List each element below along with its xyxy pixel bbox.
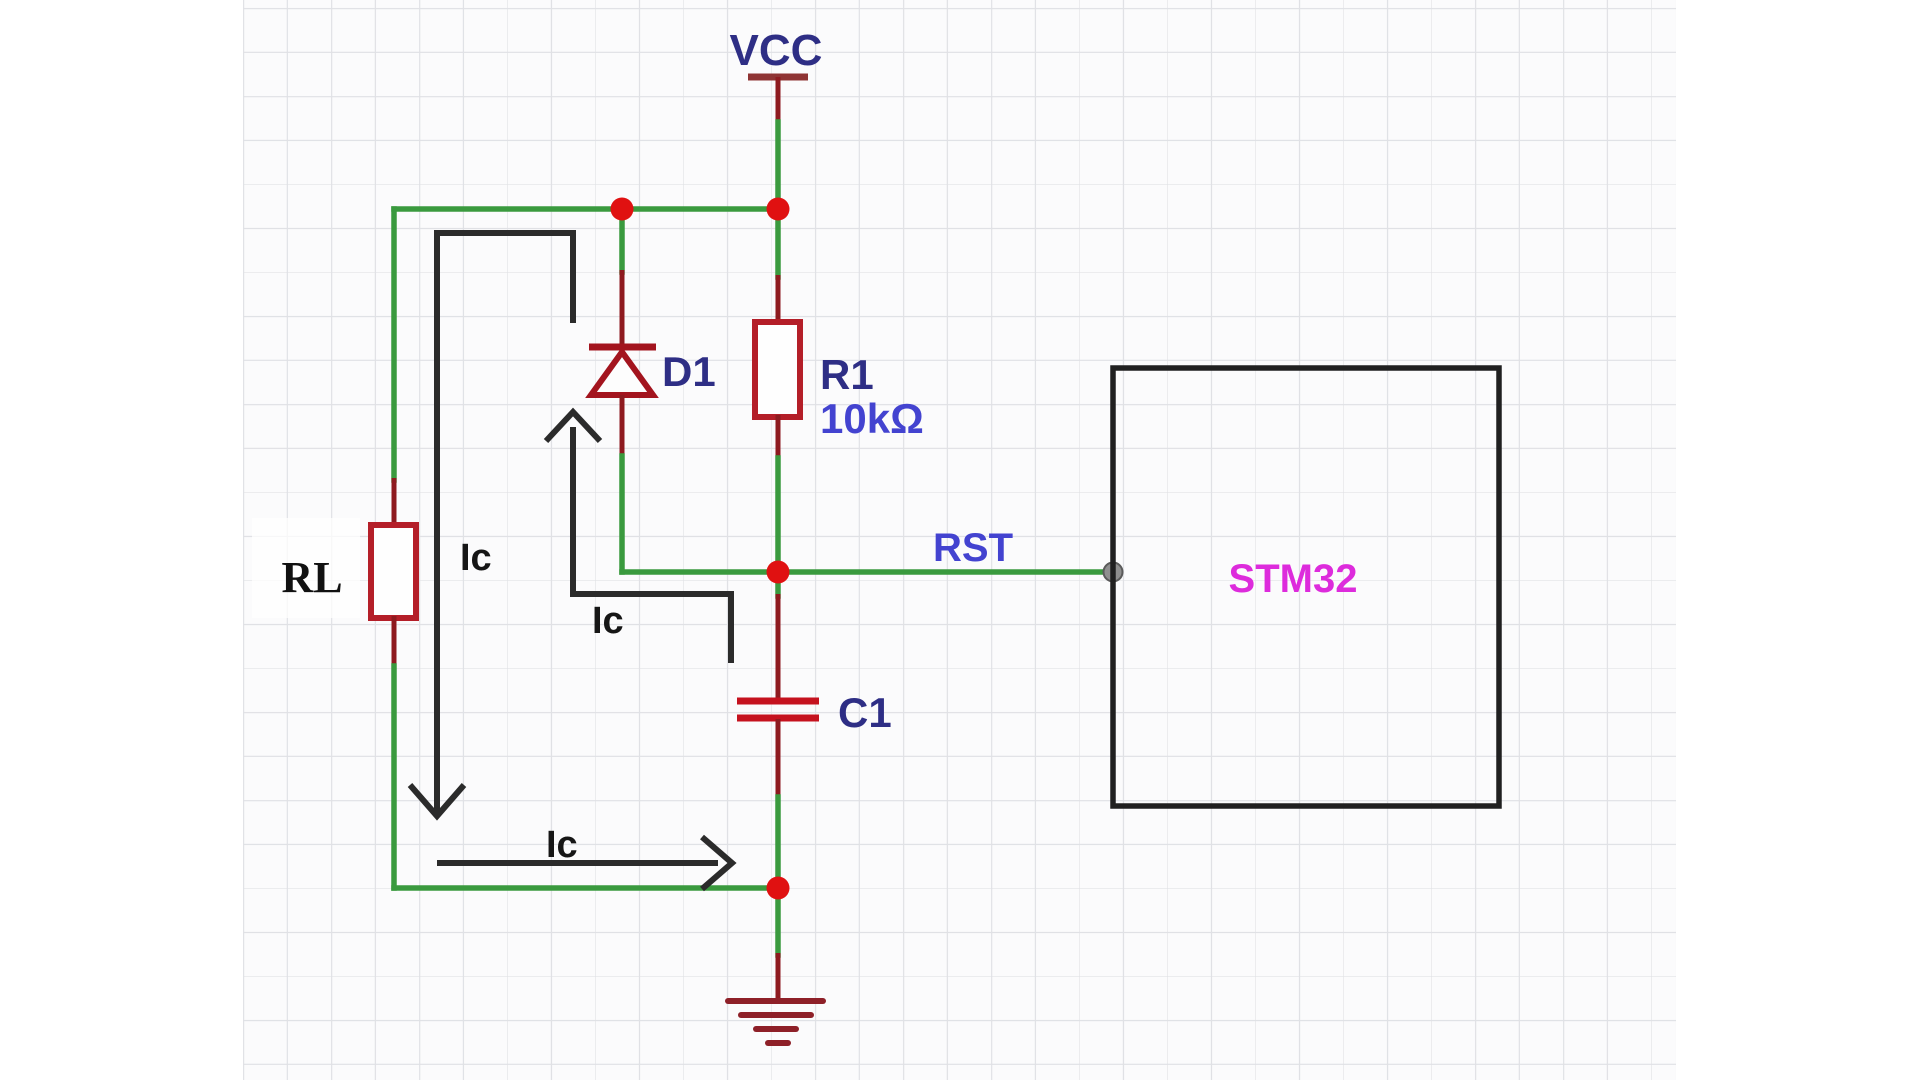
junction-dots xyxy=(610,197,790,900)
current-arrow-down-left-head xyxy=(407,783,467,821)
vcc-label: VCC xyxy=(730,26,823,75)
current-arrow-down-left-path xyxy=(434,230,576,812)
current-arrow-up-diode-head xyxy=(543,407,603,444)
junction-dot-top-left xyxy=(610,197,634,221)
junction-dot-top-right xyxy=(766,197,790,221)
r1-label: R1 xyxy=(820,351,874,398)
d1-branch: D1 xyxy=(585,206,781,575)
d1-label: D1 xyxy=(662,348,716,395)
diode-d1 xyxy=(585,343,659,398)
power-net-vcc: VCC xyxy=(730,26,823,212)
rl-label: RL xyxy=(281,553,342,602)
current-arrow-down-left xyxy=(407,230,576,821)
current-label-rl: Ic xyxy=(460,537,492,579)
capacitor-c1 xyxy=(737,697,819,722)
stm32-label: STM32 xyxy=(1229,557,1358,601)
rl-branch: RL xyxy=(252,206,419,891)
current-arrow-right-bottom-head xyxy=(700,834,737,892)
current-annotations: Ic Ic Ic xyxy=(407,230,737,892)
c1-label: C1 xyxy=(838,689,892,736)
r1-value-label: 10kΩ xyxy=(820,395,924,442)
rst-label: RST xyxy=(933,526,1013,570)
stm32-ic: STM32 xyxy=(1110,365,1502,809)
diode-triangle xyxy=(585,346,659,398)
schematic-grid-background xyxy=(243,0,1676,1080)
rl-label-halo xyxy=(252,518,360,618)
r1-branch: R1 10kΩ xyxy=(752,206,924,575)
junction-dot-rst xyxy=(766,560,790,584)
current-label-diode: Ic xyxy=(592,600,624,642)
ground-symbol xyxy=(725,885,826,1046)
rst-net: RST xyxy=(775,526,1124,583)
current-arrow-right-bottom xyxy=(437,834,737,892)
current-arrow-up-diode-path xyxy=(570,427,734,663)
c1-branch: C1 xyxy=(737,569,892,891)
resistor-rl-body xyxy=(368,522,419,621)
resistor-r1-body xyxy=(752,319,803,420)
current-label-bottom: Ic xyxy=(546,824,578,866)
current-arrow-up-diode xyxy=(543,407,734,663)
stm32-box xyxy=(1110,365,1502,809)
junction-dot-bottom xyxy=(766,876,790,900)
